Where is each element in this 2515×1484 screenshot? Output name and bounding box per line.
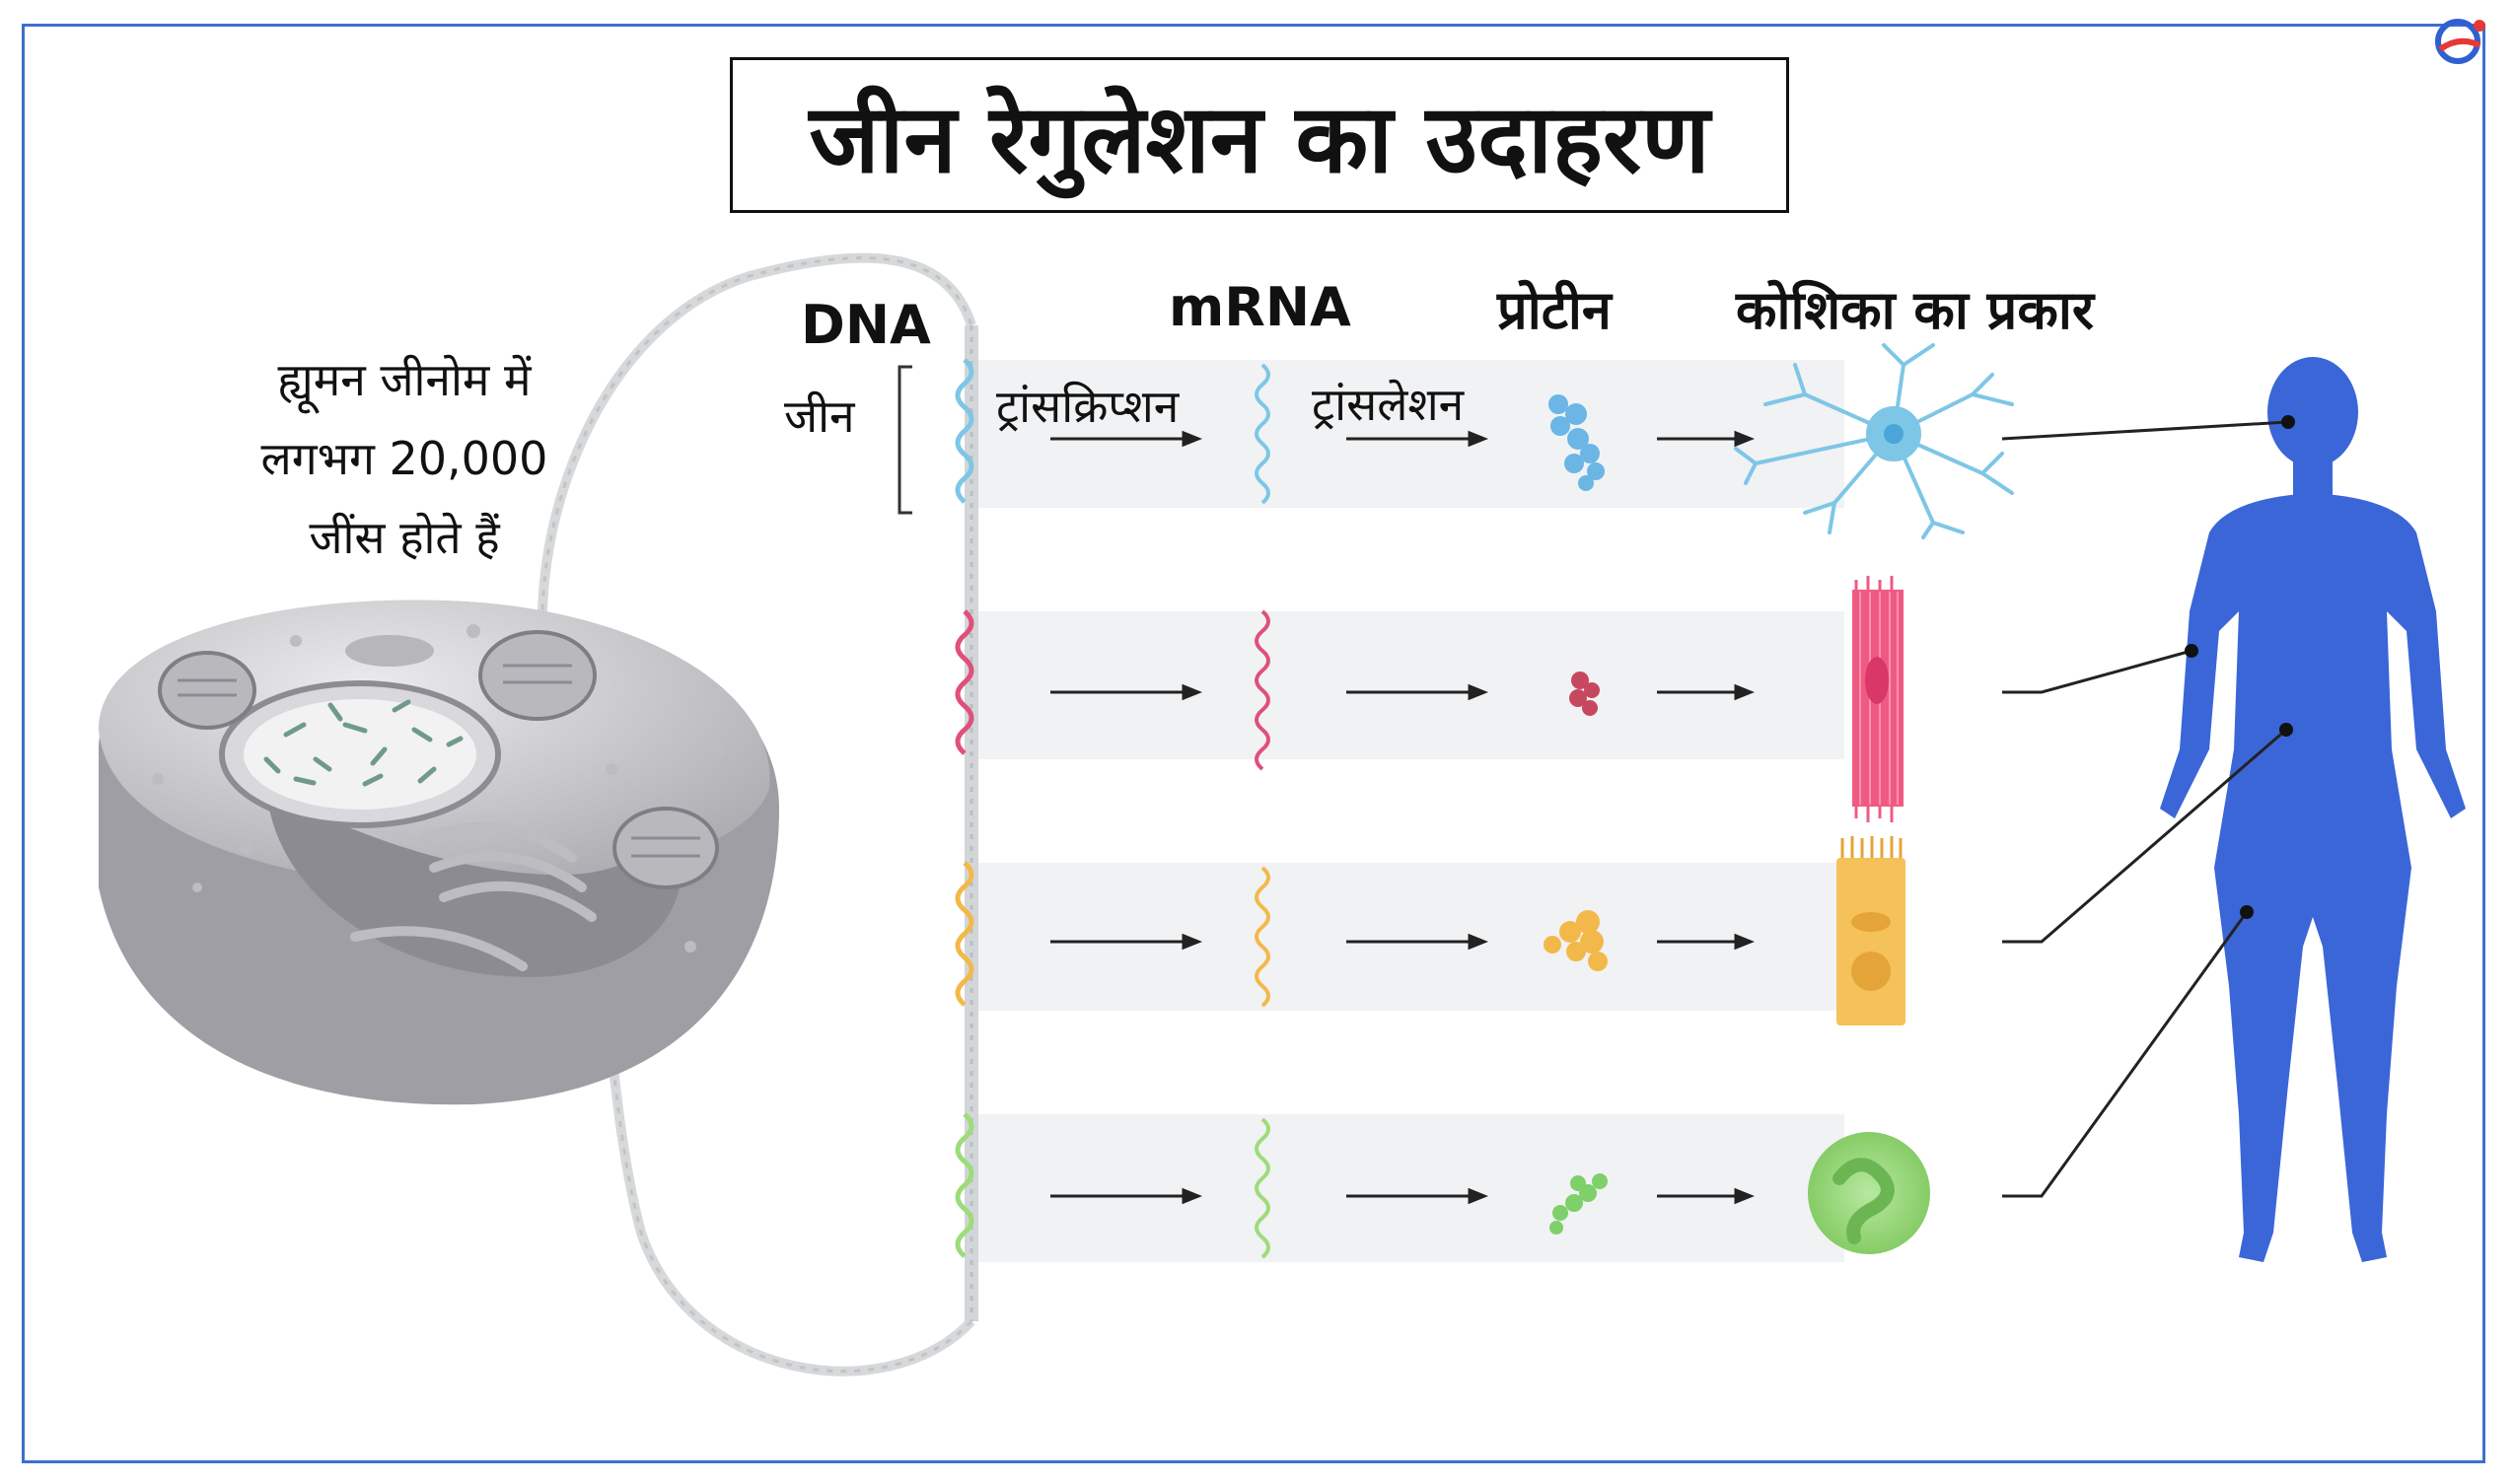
cell-illustration: [99, 600, 779, 1105]
translation-label: ट्रांसलेशन: [1312, 378, 1465, 431]
protein-green-icon: [1549, 1173, 1608, 1235]
title-box: जीन रेगुलेशन का उदाहरण: [730, 57, 1789, 213]
protein-heading: प्रोटीन: [1497, 279, 1612, 341]
diagram-title: जीन रेगुलेशन का उदाहरण: [809, 83, 1710, 194]
gene-segment: [955, 609, 974, 755]
step-arrows: [1050, 430, 1756, 1205]
neuron-cell-icon: [1734, 343, 2014, 539]
mrna-strand: [1255, 609, 1270, 771]
row-bands: [976, 360, 1844, 1262]
body-point-marker: [2185, 644, 2198, 658]
human-body-icon: [2160, 357, 2466, 1262]
muscle-cell-icon: [1852, 576, 1904, 822]
genome-caption-line: ह्यूमन जीनोम में: [277, 353, 532, 406]
cell-type-heading: कोशिका का प्रकार: [1736, 279, 2094, 341]
mrna-strand: [1255, 1117, 1270, 1259]
body-point-marker: [2240, 905, 2254, 919]
row-band: [976, 863, 1844, 1011]
row-band: [976, 1114, 1844, 1262]
gene-segment: [955, 358, 974, 504]
body-point-marker: [2281, 415, 2295, 429]
protein-yellow-icon: [1544, 910, 1608, 971]
mrna-strand: [1255, 363, 1270, 505]
pointer-lines: [2001, 420, 2289, 1198]
gene-segment: [955, 1112, 974, 1258]
body-point-markers: [2185, 415, 2295, 919]
brand-logo-icon: [2435, 19, 2485, 64]
gene-segment: [955, 861, 974, 1007]
mrna-strand: [1255, 866, 1270, 1008]
row-band: [976, 611, 1844, 759]
transcription-label: ट्रांसक्रिप्शन: [996, 380, 1180, 433]
body-point-marker: [2279, 723, 2293, 737]
epithelial-cell-icon: [1836, 836, 1905, 1025]
gene-bracket: [898, 365, 912, 515]
mrna-heading: mRNA: [1169, 276, 1351, 338]
dna-heading: DNA: [801, 294, 931, 356]
diagram-frame: [22, 24, 2485, 1463]
mrna-strands: [1255, 363, 1270, 1259]
row-band: [976, 360, 1844, 508]
genome-caption-line: लगभग 20,000: [260, 432, 548, 485]
genome-caption: ह्यूमन जीनोम में लगभग 20,000 जींस होते ह…: [207, 340, 602, 577]
gene-label: जीन: [784, 389, 855, 443]
white-blood-cell-icon: [1808, 1132, 1930, 1254]
protein-red-icon: [1569, 671, 1600, 716]
genome-caption-line: जींस होते हैं: [309, 511, 500, 564]
protein-blue-icon: [1548, 394, 1605, 491]
